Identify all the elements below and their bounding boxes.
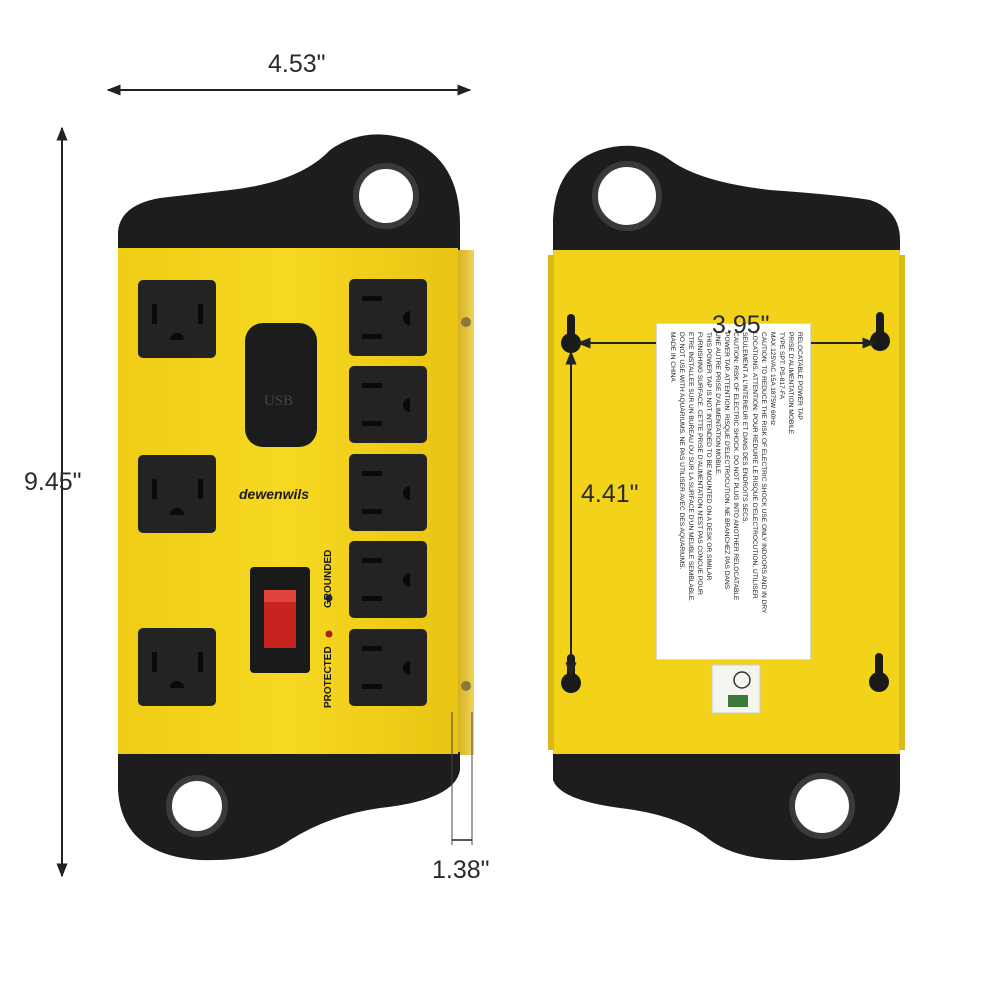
- grounded-led: [325, 594, 333, 602]
- outlet-left-1[interactable]: [138, 280, 216, 358]
- certification-sticker: [711, 664, 761, 714]
- side-screw-bottom: [461, 681, 471, 691]
- warning-line: THIS POWER TAP IS NOT INTENDED TO BE MOU…: [705, 332, 713, 581]
- warning-line: LOCATIONS. ATTENTION: POUR REDUIRE LE RI…: [750, 332, 758, 599]
- back-hanging-hole-top: [592, 161, 662, 231]
- outlet-right-3[interactable]: [349, 454, 427, 531]
- warning-line: MAX.125VAC 15A 1875W 60Hz: [768, 332, 776, 426]
- warning-line: SEULEMENT A L'INTERIEUR ET DANS DES ENDR…: [741, 332, 749, 524]
- keyhole-mount-top-left: [561, 314, 581, 353]
- warning-line: RELOCATABLE POWER TAP: [796, 332, 803, 420]
- outlet-right-4[interactable]: [349, 541, 427, 618]
- protected-label: PROTECTED: [323, 646, 334, 708]
- hanging-hole-bottom: [166, 775, 228, 837]
- outlet-right-1[interactable]: [349, 279, 427, 356]
- warning-line: DO NOT USE WITH AQUARIUMS. NE PAS UTILIS…: [677, 332, 685, 570]
- outlet-right-2[interactable]: [349, 366, 427, 443]
- usb-cover[interactable]: [245, 323, 317, 447]
- back-hanging-hole-bottom: [789, 773, 855, 839]
- depth-label: 1.38": [432, 856, 490, 884]
- hanging-hole-top: [353, 163, 419, 229]
- back-edge-left: [548, 255, 554, 750]
- warning-line: FURNISHING SURFACE. CETTE PRISE D'ALIMEN…: [695, 332, 703, 595]
- back-warning-label: RELOCATABLE POWER TAP PRISE D'ALIMENTATI…: [656, 323, 811, 660]
- mount-height-label: 4.41": [581, 480, 639, 508]
- grounded-label: GROUNDED: [323, 549, 334, 608]
- warning-line: POWER TAP. ATTENTION: RISQUE D'ELECTROCU…: [723, 332, 731, 590]
- back-edge-right: [899, 255, 905, 750]
- keyhole-mount-bottom-right: [869, 653, 889, 692]
- warning-text-block: RELOCATABLE POWER TAP PRISE D'ALIMENTATI…: [657, 324, 810, 659]
- warning-line: UNE AUTRE PRISE D'ALIMENTATION MOBILE.: [714, 332, 722, 476]
- front-height-label: 9.45": [24, 468, 82, 496]
- side-screw-top: [461, 317, 471, 327]
- protected-led: [325, 630, 333, 638]
- outlet-left-3[interactable]: [138, 628, 216, 706]
- warning-line: CAUTION: TO REDUCE THE RISK OF ELECTRIC …: [759, 332, 767, 614]
- warning-line: PRISE D'ALIMENTATION MOBILE: [786, 332, 794, 435]
- outlet-left-2[interactable]: [138, 455, 216, 533]
- warning-line: CAUTION: RISK OF ELECTRIC SHOCK. DO NOT …: [732, 332, 740, 601]
- front-width-label: 4.53": [268, 50, 326, 78]
- power-switch[interactable]: [250, 567, 310, 673]
- warning-line: ETRE INSTALLEE SUR UN BUREAU OU SUR LA S…: [686, 332, 694, 603]
- usb-label: USB: [264, 393, 294, 409]
- front-view: [118, 134, 474, 861]
- outlet-right-5[interactable]: [349, 629, 427, 706]
- mount-width-label: 3.95": [712, 311, 770, 339]
- warning-line: MADE IN CHINA: [668, 332, 676, 382]
- brand-logo: dewenwils: [239, 486, 310, 502]
- warning-line: TYPE SPT: PS-817-FA: [777, 332, 785, 400]
